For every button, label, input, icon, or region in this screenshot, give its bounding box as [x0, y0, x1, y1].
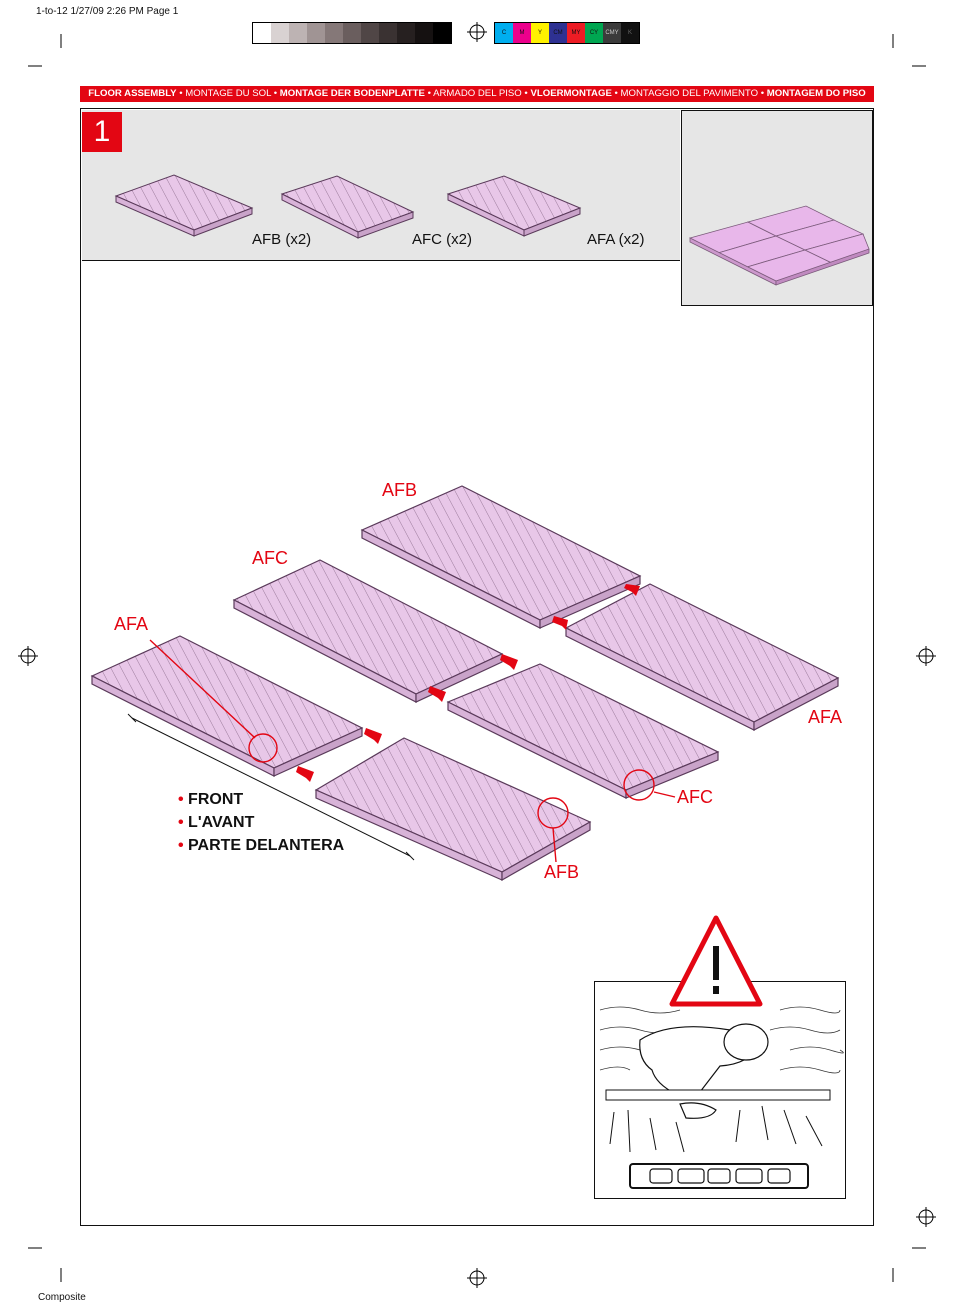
- grayscale-bar: [252, 22, 452, 44]
- banner-title-nl: VLOERMONTAGE: [530, 88, 612, 99]
- spirit-level-icon: [629, 1163, 809, 1189]
- level-board: [605, 1089, 831, 1101]
- step-number-badge: 1: [82, 112, 122, 152]
- color-swatch: K: [621, 23, 639, 43]
- front-dimension-line: [127, 713, 415, 861]
- warning-triangle-icon: [669, 915, 763, 1007]
- ground-strokes: [609, 1105, 823, 1153]
- panel-afb-top: [360, 485, 642, 629]
- label-afb-top: AFB: [382, 480, 418, 500]
- front-label-list: • FRONT • L'AVANT • PARTE DELANTERA: [178, 788, 344, 857]
- print-slug-footer: Composite: [38, 1292, 86, 1303]
- color-swatch: M: [513, 23, 531, 43]
- section-banner: FLOOR ASSEMBLY • MONTAGE DU SOL • MONTAG…: [80, 86, 874, 102]
- color-bar: C M Y CM MY CY CMY K: [494, 22, 640, 44]
- panel-afa-right: [564, 583, 840, 731]
- part-thumb-afc: [280, 175, 415, 239]
- part-label-afb: AFB (x2): [252, 231, 312, 248]
- color-swatch: CY: [585, 23, 603, 43]
- banner-title-en: FLOOR ASSEMBLY: [88, 88, 177, 99]
- print-slug-header: 1-to-12 1/27/09 2:26 PM Page 1: [36, 6, 179, 17]
- panel-afc-right: [446, 663, 720, 799]
- part-thumb-afa: [446, 175, 582, 237]
- front-item: • FRONT: [178, 791, 244, 808]
- label-afc-middle: AFC: [252, 548, 288, 568]
- front-item: • L'AVANT: [178, 814, 255, 831]
- part-thumb-afb: [114, 174, 254, 237]
- label-afc-right: AFC: [677, 787, 713, 807]
- step-frame: [80, 108, 874, 1226]
- banner-title-de: MONTAGE DER BODENPLATTE: [279, 88, 425, 99]
- front-item: • PARTE DELANTERA: [178, 837, 345, 854]
- panel-afb-front: [314, 737, 592, 882]
- part-label-afc: AFC (x2): [412, 231, 472, 248]
- color-swatch: Y: [531, 23, 549, 43]
- label-afb-bottom: AFB: [544, 862, 580, 882]
- panel-afa-left: [90, 635, 364, 777]
- color-swatch: CMY: [603, 23, 621, 43]
- banner-sep: • ARMADO DEL PISO •: [424, 88, 531, 99]
- banner-sep: • MONTAGE DU SOL •: [176, 88, 280, 99]
- kneeling-person-icon: [639, 1023, 769, 1119]
- color-swatch: MY: [567, 23, 585, 43]
- part-label-afa: AFA (x2): [587, 231, 645, 248]
- callouts: [149, 639, 676, 863]
- color-swatch: CM: [549, 23, 567, 43]
- banner-title-pt: MONTAGEM DO PISO: [766, 88, 866, 99]
- banner-sep: • MONTAGGIO DEL PAVIMENTO •: [611, 88, 767, 99]
- label-afa-left: AFA: [114, 614, 149, 634]
- label-afa-right: AFA: [808, 707, 843, 727]
- color-swatch: C: [495, 23, 513, 43]
- registration-mark-icon: [18, 22, 936, 1288]
- assembly-arrows: [296, 584, 640, 782]
